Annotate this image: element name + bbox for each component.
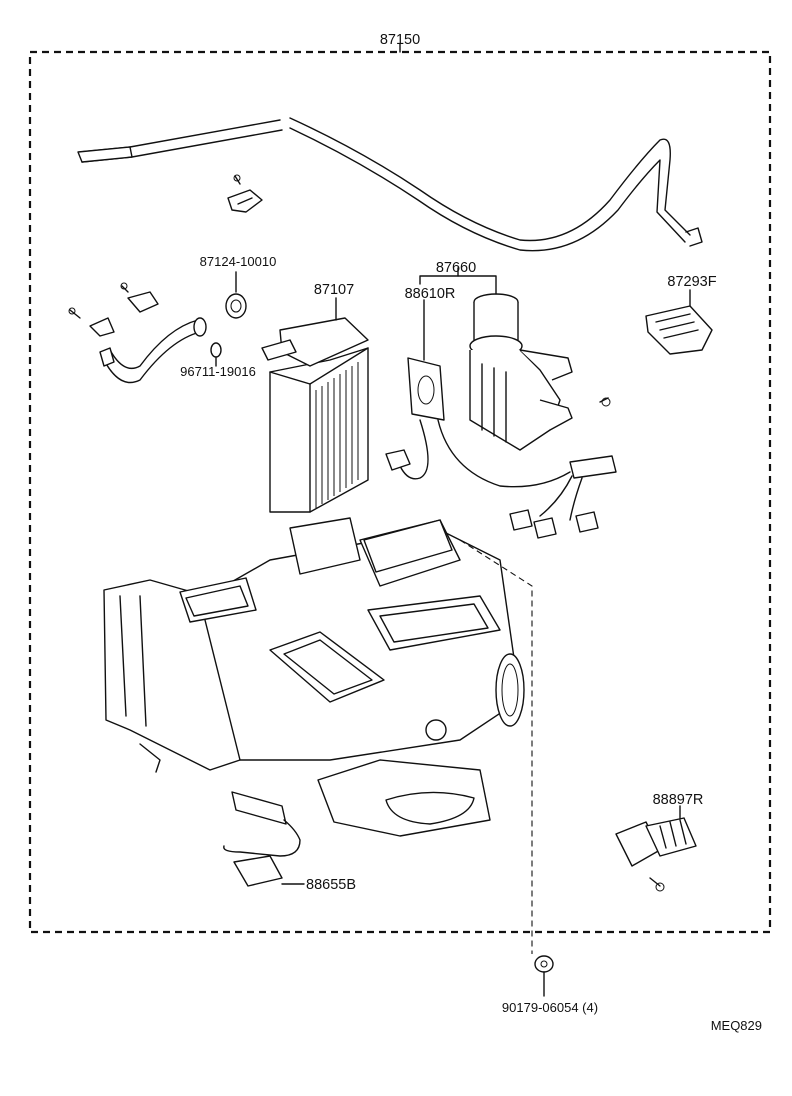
assembly-boundary (28, 43, 772, 934)
drain-hose (77, 117, 703, 252)
nut-guide-line (459, 539, 533, 954)
o-ring (210, 342, 222, 367)
thermistor (223, 791, 305, 887)
heater-water-hose (68, 282, 207, 384)
heater-core (261, 297, 369, 513)
servo-motor (419, 267, 611, 451)
part-label-87124-10010: 87124-10010 (200, 254, 277, 269)
sensor-assembly (385, 299, 571, 488)
heater-unit-housing (103, 517, 525, 837)
part-label-96711-19016: 96711-19016 (180, 364, 256, 379)
part-label-88655B: 88655B (306, 877, 356, 893)
part-label-87107: 87107 (314, 282, 354, 298)
pipe-clip (227, 174, 263, 213)
drawing-code: MEQ829 (711, 1018, 762, 1033)
part-label-90179-06054: 90179-06054 (4) (502, 1000, 598, 1015)
wire-harness-connectors (509, 455, 617, 539)
sensor-88897r (615, 805, 697, 892)
hose-clamp (225, 271, 247, 319)
nut (534, 955, 554, 997)
part-label-88610R: 88610R (405, 286, 456, 302)
assembly-number-label: 87150 (380, 32, 420, 48)
part-label-87293F: 87293F (667, 274, 716, 290)
part-label-88897R: 88897R (653, 792, 704, 808)
part-label-87660: 87660 (436, 260, 476, 276)
connector-87293f (645, 289, 713, 355)
